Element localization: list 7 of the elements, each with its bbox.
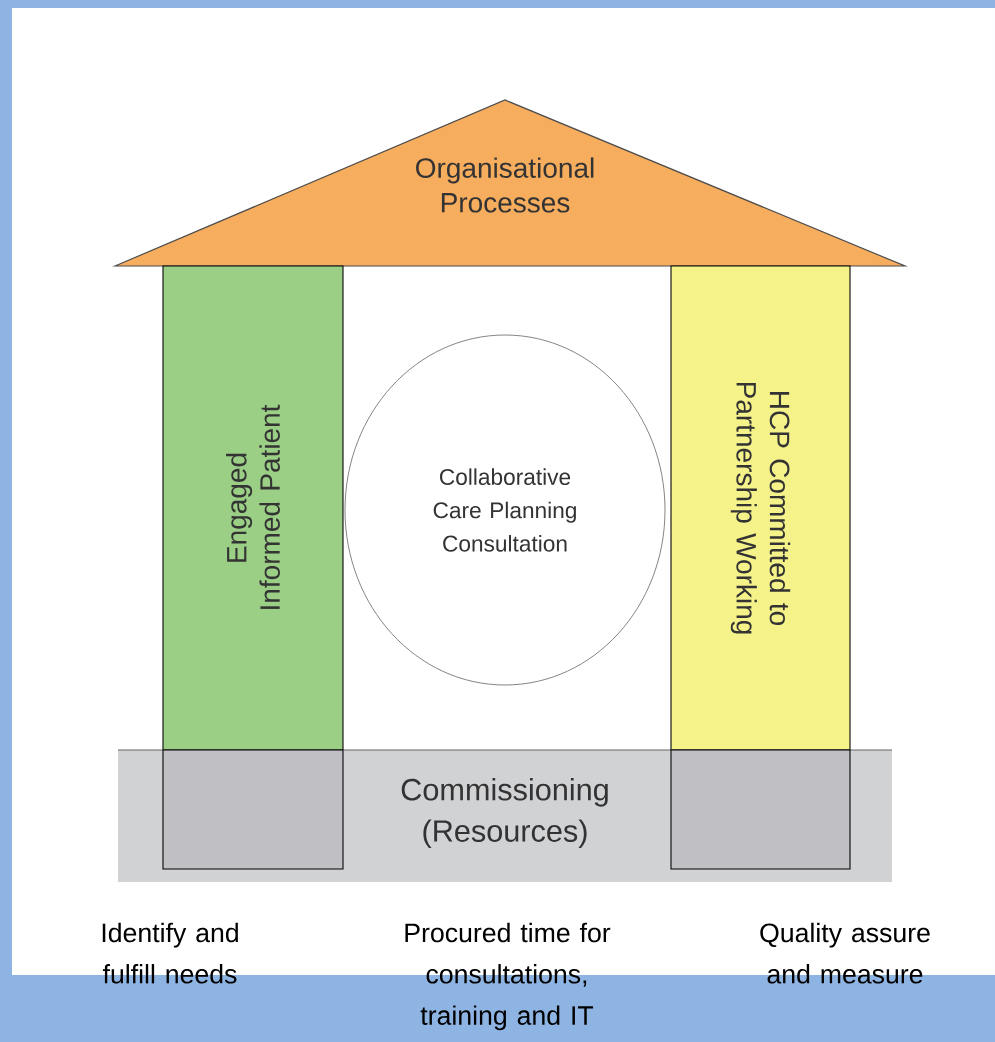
caption-text: Procured time for consultations, training and IT bbox=[405, 922, 611, 1031]
pillar: Engaged Informed Patient bbox=[162, 265, 344, 751]
caption-text: Identify and fulfill needs bbox=[102, 922, 238, 984]
caption-text: Quality assure and measure bbox=[760, 922, 930, 984]
pillar: HCP Committed to Partnership Working bbox=[670, 265, 851, 751]
base-block bbox=[670, 749, 851, 870]
base-block bbox=[162, 749, 344, 870]
